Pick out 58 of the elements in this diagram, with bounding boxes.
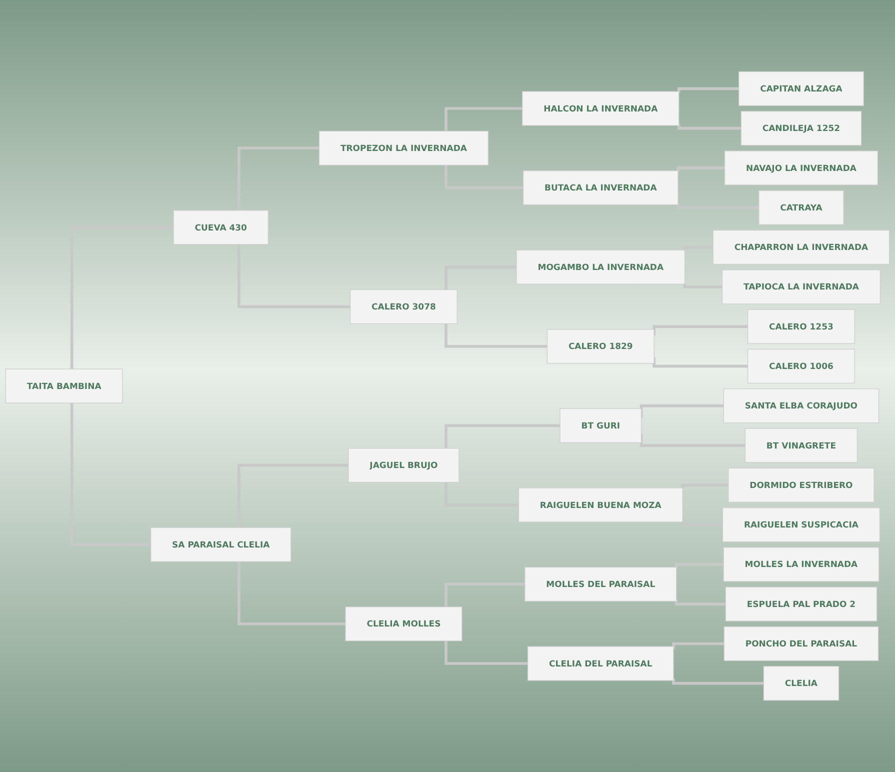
- node-box: BT GURI: [560, 408, 642, 443]
- connector: [678, 124, 742, 130]
- node-box: CANDILEJA 1252: [740, 110, 862, 146]
- node-box: CALERO 1829: [546, 329, 654, 364]
- node-box: RAIGUELEN SUSPICACIA: [722, 507, 880, 542]
- node-box: ESPUELA PAL PRADO 2: [725, 586, 878, 622]
- connector: [444, 482, 519, 506]
- node-box: MOLLES LA INVERNADA: [723, 547, 880, 582]
- node-box: CLELIA: [763, 666, 840, 701]
- connector: [444, 640, 528, 665]
- connector: [676, 203, 759, 210]
- connector: [683, 246, 714, 250]
- node-box: DORMIDO ESTRIBERO: [728, 468, 874, 502]
- node-box: MOGAMBO LA INVERNADA: [516, 250, 686, 284]
- node-box: CAPITAN ALZAGA: [738, 71, 864, 106]
- node-box: MOLLES DEL PARAISAL: [524, 566, 677, 602]
- connector: [70, 226, 174, 369]
- node-box: CATRAYA: [758, 190, 844, 225]
- connector: [238, 244, 350, 308]
- connector: [70, 403, 151, 546]
- node-box: RAIGUELEN BUENA MOZA: [518, 488, 683, 522]
- node-box: CALERO 3078: [350, 289, 458, 324]
- node-box: TAPIOCA LA INVERNADA: [722, 270, 881, 304]
- node-box: HALCON LA INVERNADA: [522, 91, 680, 126]
- node-box: SA PARAISAL CLELIA: [150, 527, 292, 562]
- connector: [681, 484, 728, 488]
- connector: [678, 87, 739, 93]
- node-box: TROPEZON LA INVERNADA: [318, 130, 489, 166]
- node-box: BT VINAGRETE: [744, 428, 858, 463]
- node-box: CLELIA MOLLES: [345, 606, 462, 642]
- connector: [683, 284, 722, 288]
- connector: [444, 582, 525, 607]
- connector: [444, 165, 524, 190]
- node-box: CALERO 1006: [747, 348, 855, 384]
- node-box: CLELIA DEL PARAISAL: [527, 646, 674, 681]
- node-box: CHAPARRON LA INVERNADA: [712, 230, 890, 265]
- connector: [238, 146, 320, 210]
- connector: [640, 404, 724, 418]
- node-box: NAVAJO LA INVERNADA: [724, 150, 878, 186]
- connector: [674, 562, 724, 569]
- connector: [444, 107, 522, 132]
- connector: [672, 642, 724, 649]
- connector: [676, 166, 725, 172]
- connector: [444, 324, 548, 348]
- node-box: TAITA BAMBINA: [5, 368, 123, 404]
- connector: [444, 266, 517, 290]
- node-box: CUEVA 430: [173, 210, 269, 245]
- node-box: PONCHO DEL PARAISAL: [724, 626, 879, 662]
- node-box: CALERO 1253: [747, 309, 855, 344]
- connector: [238, 464, 348, 528]
- connector: [672, 678, 764, 685]
- connector: [681, 521, 723, 526]
- connector: [640, 434, 746, 447]
- node-box: SANTA ELBA CORAJUDO: [723, 388, 880, 424]
- node-box: BUTACA LA INVERNADA: [522, 170, 678, 206]
- connector: [674, 600, 726, 606]
- connector: [238, 562, 346, 626]
- connector: [444, 424, 560, 448]
